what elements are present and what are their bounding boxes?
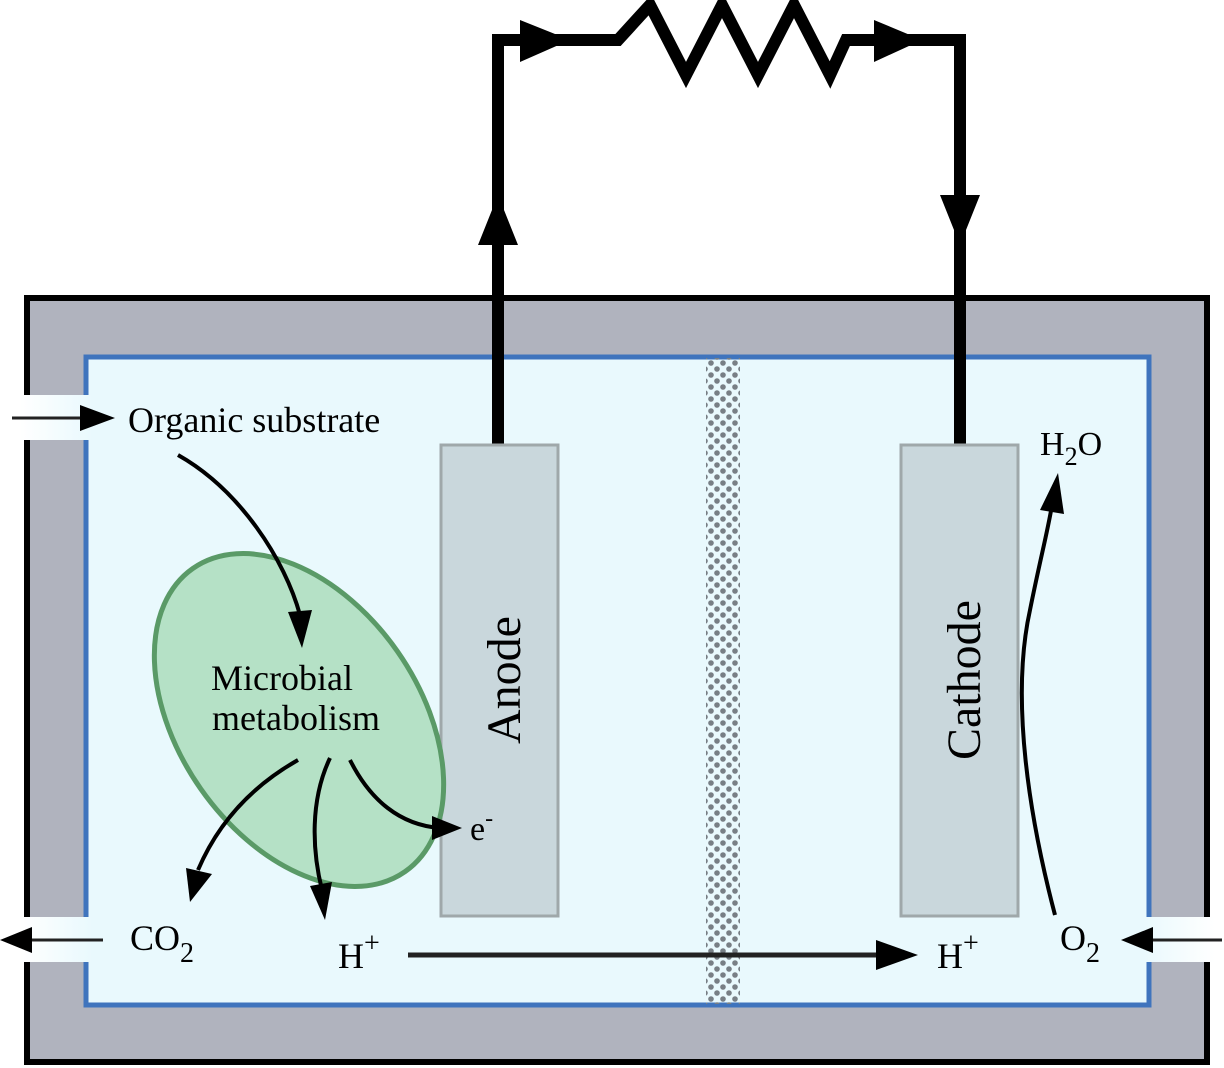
co2-outlet-arrow-icon <box>0 927 32 953</box>
o2-inlet-arrow-icon <box>1121 927 1153 953</box>
membrane <box>706 358 740 1004</box>
external-wire <box>492 0 966 445</box>
co2-label: CO2 <box>130 918 194 969</box>
electron-label: e- <box>470 806 493 848</box>
inlet-arrow-icon <box>80 405 115 431</box>
proton-flow-arrowhead-icon <box>310 882 332 920</box>
electron-flow-arrow <box>348 759 441 830</box>
anode-electrode <box>439 443 560 918</box>
organic-substrate-label: Organic substrate <box>128 400 380 440</box>
electron-flow-arrowhead-icon <box>432 816 462 840</box>
substrate-flow-arrowhead-icon <box>288 610 312 648</box>
reduction-flow-arrow <box>1019 504 1057 916</box>
anode-label: Anode <box>478 616 531 744</box>
microbial-label-line1: Microbial <box>211 658 353 698</box>
reduction-flow-arrowhead-icon <box>1040 473 1064 514</box>
current-arrow-right-icon <box>520 20 570 62</box>
current-arrow-up-icon <box>478 195 518 245</box>
current-arrow-down-icon <box>940 195 980 245</box>
proton-flow-arrow <box>312 757 332 891</box>
current-arrow-right-icon <box>874 20 922 62</box>
o2-label: O2 <box>1060 918 1100 969</box>
cathode-electrode <box>899 443 1020 918</box>
proton-right-label: H+ <box>937 928 979 976</box>
proton-transport-arrowhead-icon <box>876 940 918 970</box>
cathode-label: Cathode <box>938 600 991 760</box>
co2-flow-arrowhead-icon <box>186 868 212 902</box>
co2-flow-arrow <box>196 758 299 871</box>
microbe-cell <box>151 551 447 889</box>
proton-left-label: H+ <box>338 928 380 976</box>
microbial-label-line2: metabolism <box>212 698 380 738</box>
substrate-flow-arrow <box>177 453 302 616</box>
h2o-label: H2O <box>1040 426 1102 471</box>
